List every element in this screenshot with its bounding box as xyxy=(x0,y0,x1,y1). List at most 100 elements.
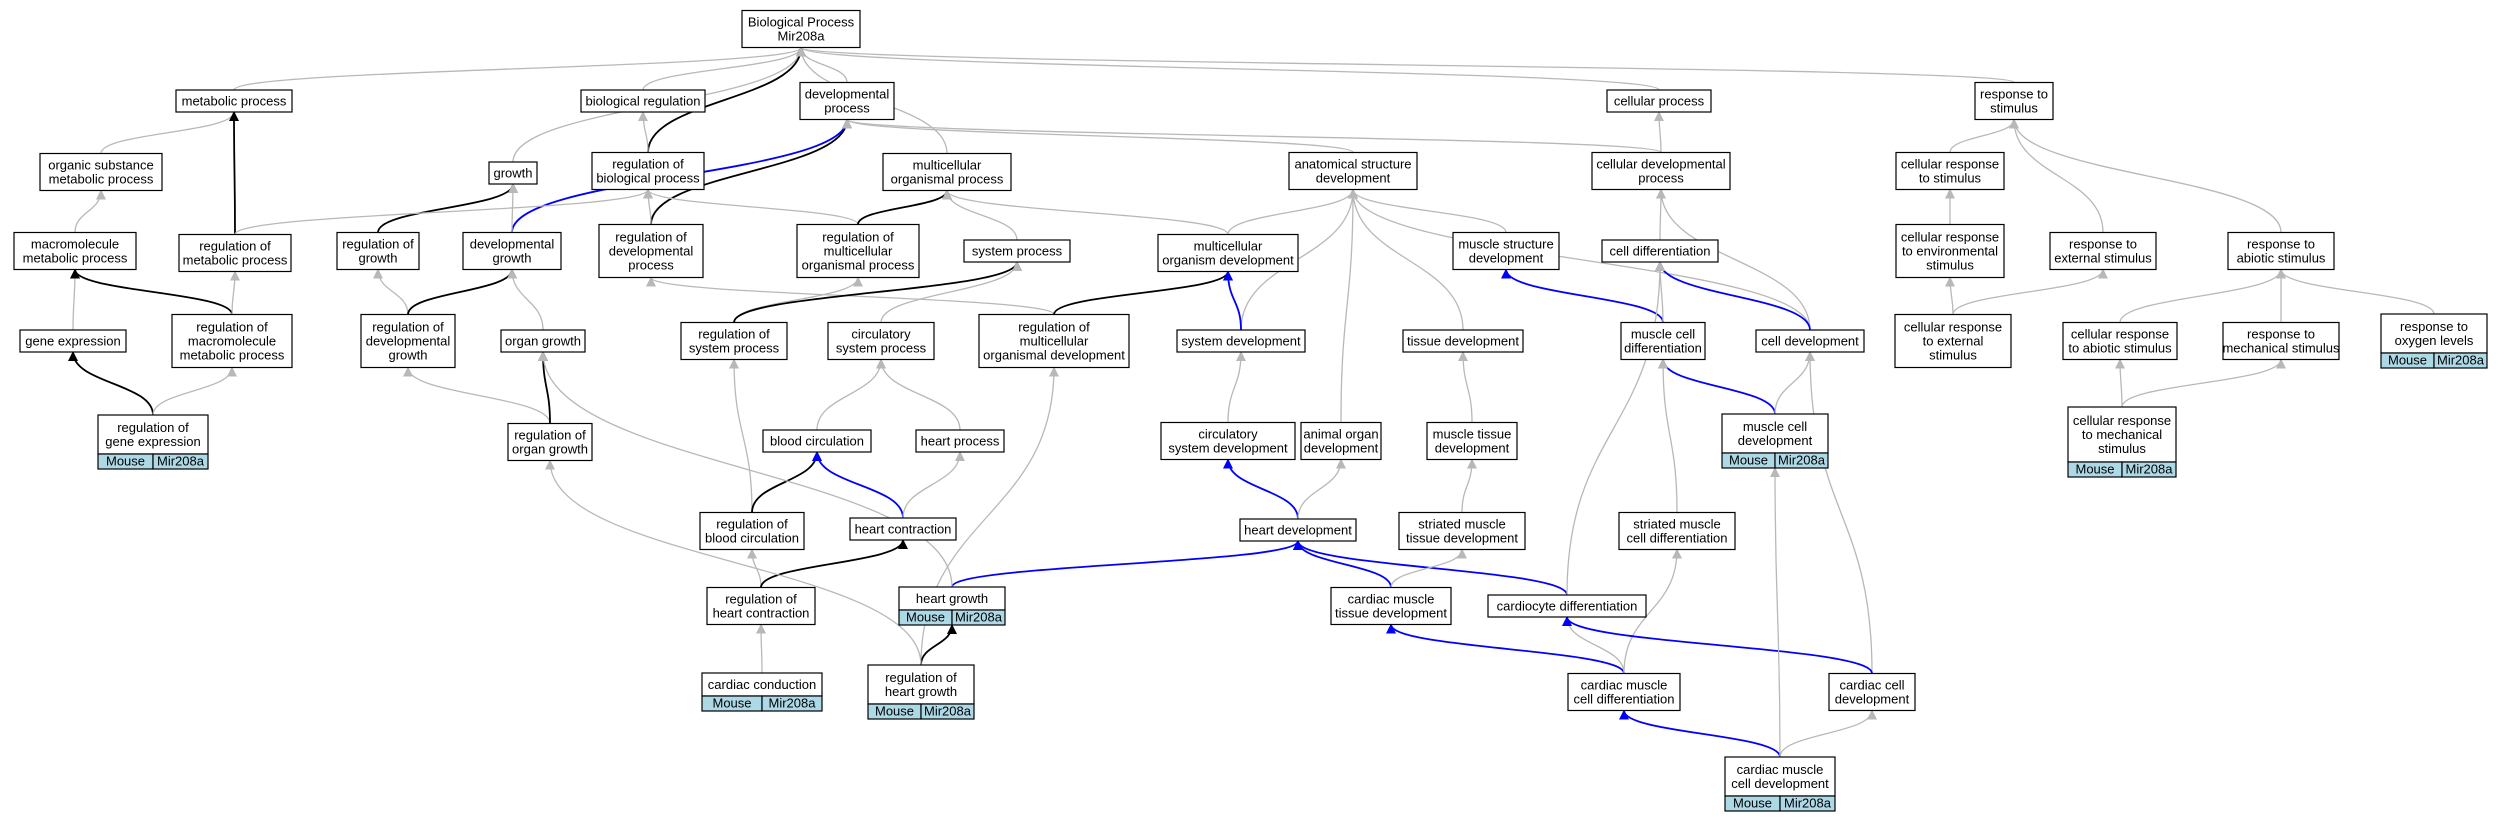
node-tissuedev[interactable]: tissue development xyxy=(1402,329,1524,353)
node-celldev[interactable]: cell development xyxy=(1755,329,1865,353)
node-metabolic[interactable]: metabolic process xyxy=(175,89,293,113)
node-box-regheartcontr xyxy=(706,586,816,626)
node-heartdev[interactable]: heart development xyxy=(1239,518,1357,542)
node-label-cellrespabio: cellular response xyxy=(2071,327,2169,342)
node-label-respoxy: oxygen levels xyxy=(2395,333,2474,348)
node-sysdev[interactable]: system development xyxy=(1176,329,1306,353)
node-bloodcirc[interactable]: blood circulation xyxy=(762,429,872,453)
node-label-cellrespext: stimulus xyxy=(1929,348,1977,363)
edge-organgrowth-to-devgrowth xyxy=(507,268,544,331)
node-heartproc[interactable]: heart process xyxy=(915,429,1005,453)
node-label-tissuedev: tissue development xyxy=(1407,334,1519,349)
node-label-cardmusccelldiff: cardiac muscle xyxy=(1581,678,1668,693)
edge-orgsub-to-metabolic xyxy=(100,111,239,154)
node-box-cellrespext xyxy=(1894,313,2012,369)
node-organgrowth[interactable]: organ growth xyxy=(500,329,586,353)
node-box-macromet xyxy=(13,231,137,271)
node-box-regbio xyxy=(591,151,705,191)
gene-tag-label: Mir208a xyxy=(1778,453,1826,468)
node-cellproc[interactable]: cellular process xyxy=(1606,89,1712,113)
node-label-strmusccell: striated muscle xyxy=(1633,517,1720,532)
edge-musccelldev-to-musccelldiff xyxy=(1658,358,1776,415)
edge-regsysproc-to-sysproc xyxy=(733,261,1022,323)
edge-cardcelldev-to-cardiocyte xyxy=(1562,616,1873,674)
node-heartcontr[interactable]: heart contraction xyxy=(849,517,957,541)
gene-tag-label: Mir208a xyxy=(2126,462,2174,477)
node-label-musctissdev: muscle tissue xyxy=(1433,427,1512,442)
node-bioreg[interactable]: biological regulation xyxy=(580,89,706,113)
node-celldiff[interactable]: cell differentiation xyxy=(1601,239,1719,263)
edge-regheartgrowth-to-heartgrowth xyxy=(920,624,957,666)
node-label-celldiff: cell differentiation xyxy=(1610,244,1711,259)
node-label-respstim: stimulus xyxy=(1990,101,2038,116)
node-label-respabio: abiotic stimulus xyxy=(2237,251,2326,266)
node-growth[interactable]: growth xyxy=(488,161,538,185)
node-cardiocyte[interactable]: cardiocyte differentiation xyxy=(1487,594,1647,618)
node-sysproc[interactable]: system process xyxy=(963,239,1071,263)
edge-sysdev-to-multidev xyxy=(1223,270,1242,331)
node-box-regdevgrowth xyxy=(360,313,456,369)
node-label-reggeneexp: regulation of xyxy=(117,420,189,435)
node-box-orgsub xyxy=(39,152,163,192)
organism-tag-label: Mouse xyxy=(906,610,945,625)
organism-tag-label: Mouse xyxy=(1733,796,1772,811)
node-box-strmusctiss xyxy=(1398,511,1526,551)
node-box-strmusccell xyxy=(1618,511,1736,551)
node-label-organgrowth: organ growth xyxy=(505,334,581,349)
edge-cellrespext-to-cellrespenv xyxy=(1945,276,1956,315)
edge-musccelldiff-to-muscstruct xyxy=(1501,268,1664,323)
node-box-heartdev xyxy=(1239,518,1357,542)
node-geneexp[interactable]: gene expression xyxy=(19,329,127,353)
node-label-bioreg: biological regulation xyxy=(586,94,701,109)
node-label-cellrespenv: cellular response xyxy=(1901,230,1999,245)
